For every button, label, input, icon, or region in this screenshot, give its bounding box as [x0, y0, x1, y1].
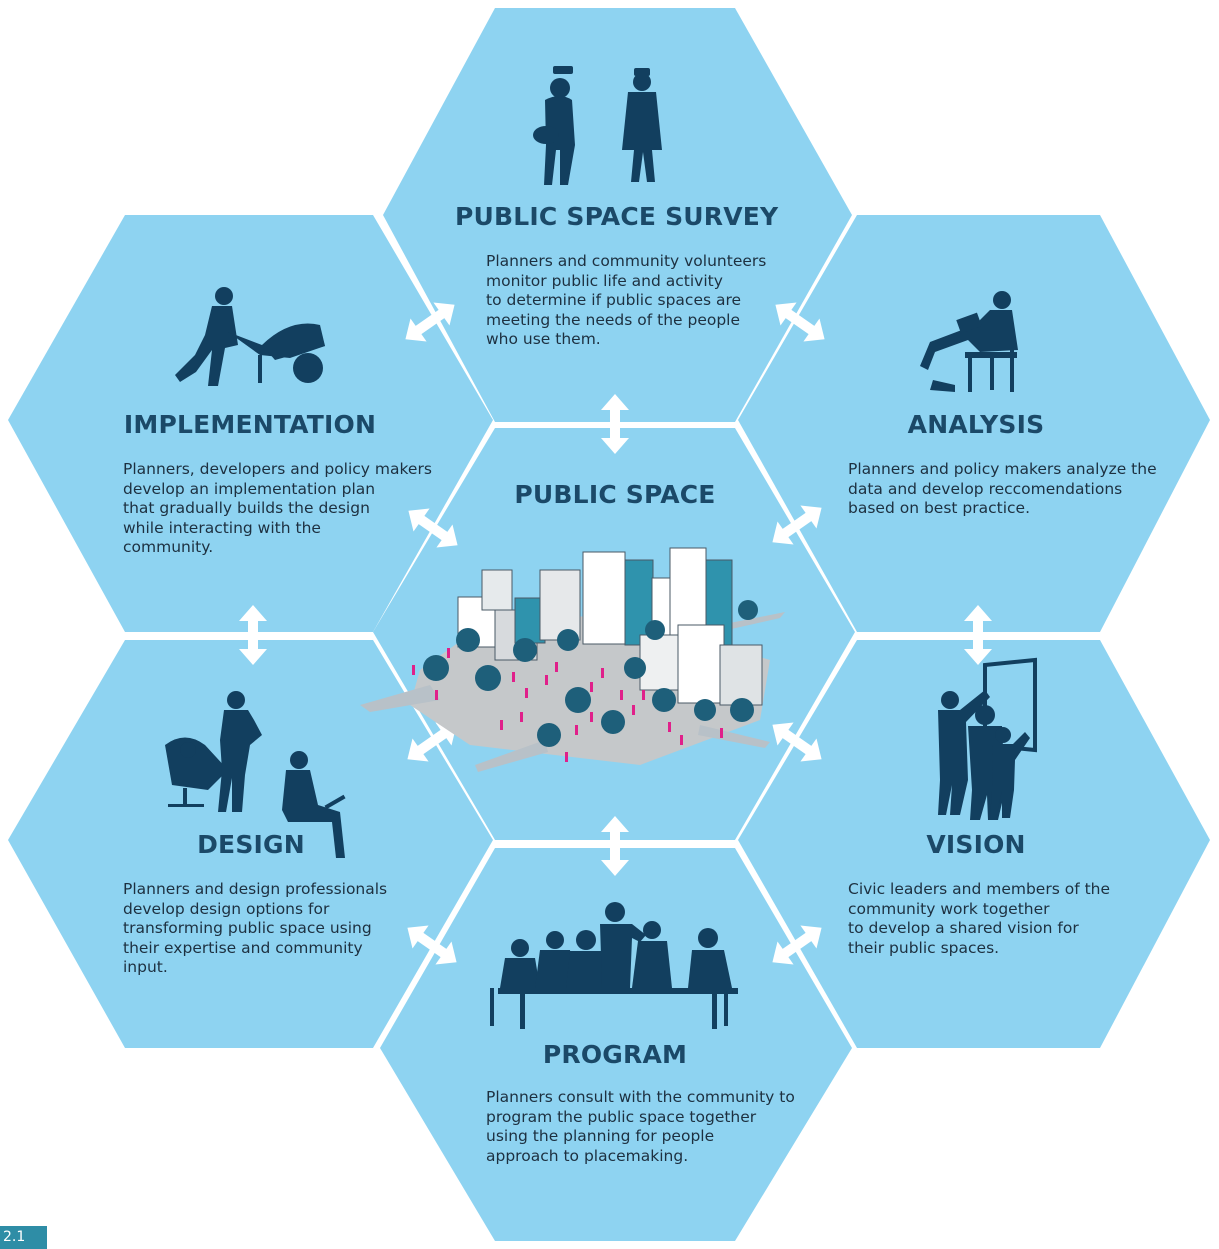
hex-vision	[738, 640, 1210, 1048]
center-title: PUBLIC SPACE	[514, 480, 716, 509]
implementation-description: Planners, developers and policy makers d…	[123, 460, 432, 556]
vision-title: VISION	[926, 830, 1026, 859]
survey-description: Planners and community volunteers monito…	[486, 252, 767, 348]
photographers-silhouette-icon	[533, 66, 662, 185]
design-title: DESIGN	[197, 830, 305, 859]
seated-reader-icon	[920, 291, 1018, 392]
program-description: Planners consult with the community to p…	[486, 1088, 795, 1165]
wheelbarrow-worker-icon	[175, 287, 325, 386]
hex-program	[380, 848, 852, 1241]
group-at-board-icon	[938, 657, 1037, 820]
implementation-title: IMPLEMENTATION	[123, 410, 377, 439]
program-title: PROGRAM	[542, 1040, 688, 1069]
design-team-silhouette-icon	[165, 691, 346, 858]
analysis-title: ANALYSIS	[907, 410, 1045, 439]
city-block-illustration	[360, 547, 785, 772]
survey-title: PUBLIC SPACE SURVEY	[455, 202, 779, 231]
design-description: Planners and design professionals develo…	[123, 880, 388, 976]
analysis-description: Planners and policy makers analyze the d…	[848, 460, 1157, 517]
hex-implementation	[8, 215, 493, 632]
meeting-table-icon	[490, 902, 738, 1029]
hex-analysis	[738, 215, 1210, 632]
hex-survey	[383, 8, 852, 422]
vision-description: Civic leaders and members of the communi…	[848, 880, 1111, 957]
hex-design	[8, 640, 493, 1048]
figure-label: 2.1	[0, 1226, 47, 1249]
